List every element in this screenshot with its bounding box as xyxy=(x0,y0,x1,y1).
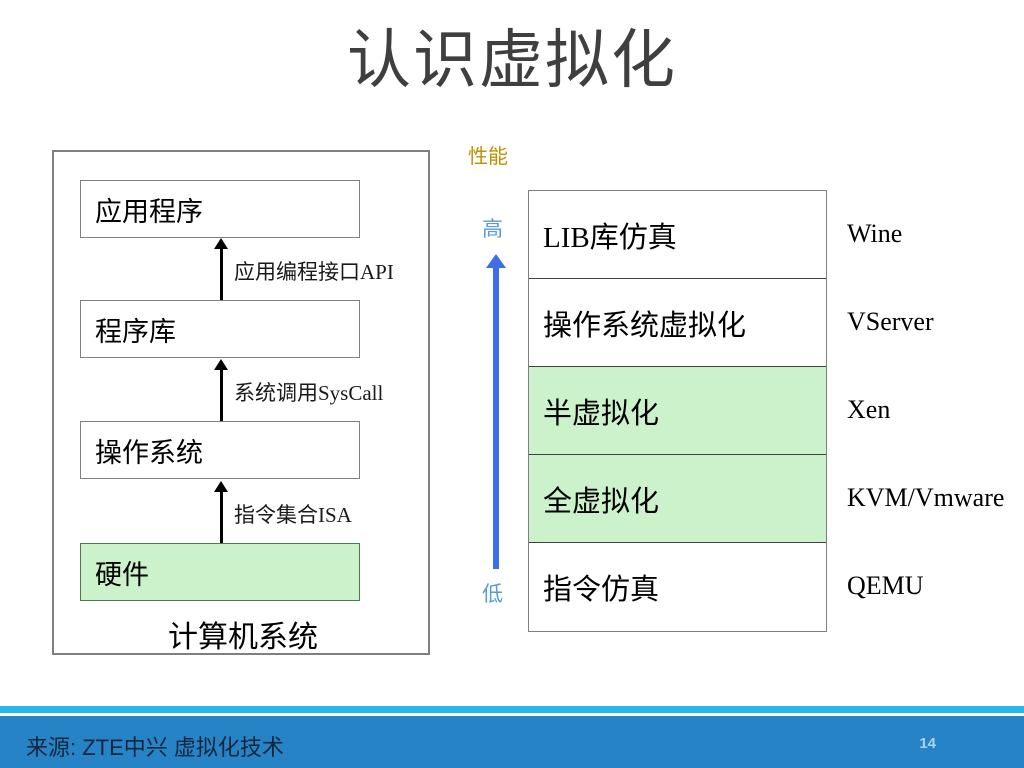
layer-label: 应用程序 xyxy=(95,196,203,227)
technique-label: 全虚拟化 xyxy=(543,485,660,518)
layer-box-library: 程序库 xyxy=(80,300,360,358)
diagram-caption: 计算机系统 xyxy=(168,621,318,654)
layer-box-hardware: 硬件 xyxy=(80,543,360,601)
interface-label-syscall: 系统调用SysCall xyxy=(234,381,384,405)
technique-label: LIB库仿真 xyxy=(543,221,677,254)
table-row: 操作系统虚拟化 xyxy=(529,279,826,367)
computer-system-diagram: 应用程序 应用编程接口API 程序库 系统调用SysCall 操作系统 指令集合… xyxy=(52,150,430,655)
page-title: 认识虚拟化 xyxy=(347,25,677,96)
arrow-up-icon xyxy=(486,254,506,569)
virtualization-technique-table: LIB库仿真 操作系统虚拟化 半虚拟化 全虚拟化 指令仿真 xyxy=(528,190,827,632)
interface-label-api: 应用编程接口API xyxy=(234,260,394,284)
footer-accent-stripe xyxy=(0,706,1024,713)
axis-label-low: 低 xyxy=(482,583,503,606)
table-row: 半虚拟化 xyxy=(529,367,826,455)
arrow-up-icon xyxy=(214,481,228,543)
interface-label-isa: 指令集合ISA xyxy=(234,503,352,527)
product-label: QEMU xyxy=(847,571,924,600)
footer-source-text: 来源: ZTE中兴 虚拟化技术 xyxy=(26,735,284,760)
product-label: KVM/Vmware xyxy=(847,483,1005,512)
arrow-up-icon xyxy=(214,238,228,300)
footer-divider xyxy=(0,713,1024,716)
layer-box-operating-system: 操作系统 xyxy=(80,421,360,479)
layer-label: 操作系统 xyxy=(95,437,203,468)
product-label: VServer xyxy=(847,307,934,336)
layer-label: 硬件 xyxy=(95,559,149,590)
technique-label: 指令仿真 xyxy=(543,574,660,606)
table-row: 全虚拟化 xyxy=(529,455,826,543)
layer-label: 程序库 xyxy=(95,316,176,347)
axis-label-high: 高 xyxy=(482,218,503,241)
performance-axis-title: 性能 xyxy=(468,146,508,168)
page-number: 14 xyxy=(919,735,936,752)
product-label: Xen xyxy=(847,395,891,424)
arrow-up-icon xyxy=(214,359,228,421)
technique-label: 半虚拟化 xyxy=(543,397,660,430)
product-label: Wine xyxy=(847,219,903,248)
layer-box-application: 应用程序 xyxy=(80,180,360,238)
product-label-column: Wine VServer Xen KVM/Vmware QEMU xyxy=(847,190,1024,630)
table-row: LIB库仿真 xyxy=(529,191,826,279)
technique-label: 操作系统虚拟化 xyxy=(543,309,747,342)
footer-bar xyxy=(0,716,1024,768)
table-row: 指令仿真 xyxy=(529,543,826,631)
